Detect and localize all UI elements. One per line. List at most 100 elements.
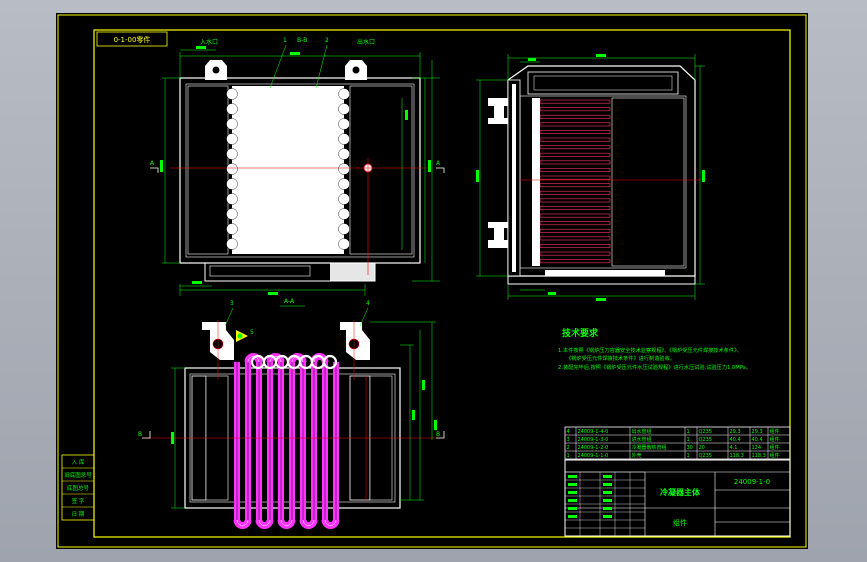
tube-end — [226, 223, 238, 235]
parts-list-cell: 118.3 — [730, 453, 744, 459]
side-view-fins — [532, 98, 611, 266]
side-view-dim-text — [476, 54, 705, 301]
technical-requirements: 技术要求 1.本件按照《锅炉压力容器安全技术监察规程》、《锅炉受压元件焊接技术条… — [558, 327, 751, 371]
signature-field — [568, 475, 577, 478]
fin-slot — [539, 236, 611, 241]
tube-end — [338, 133, 350, 145]
parts-list-cell: 24009-1-1-0 — [578, 453, 609, 459]
drawing-number: 24009-1-0 — [734, 478, 770, 486]
tube-end — [338, 178, 350, 190]
side-table-cell: 入 库 — [72, 458, 85, 466]
front-view: 入水口 出水口 1 B-B 2 A A — [150, 37, 445, 296]
signature-field — [568, 491, 577, 494]
tube-sheet — [532, 98, 540, 266]
inner-frame — [93, 29, 791, 538]
tube-end — [226, 193, 238, 205]
signature-field — [568, 515, 577, 518]
fin-slot — [539, 190, 611, 195]
title-block-frame — [564, 459, 791, 537]
parts-list-cell: 29.3 — [730, 429, 741, 435]
parts-list-cell: 124 — [752, 445, 762, 451]
signature-field — [568, 499, 577, 502]
section-mark-a-left: A — [150, 160, 155, 167]
parts-list-cell: 30 — [687, 445, 693, 451]
tube-end — [226, 178, 238, 190]
signature-field — [603, 515, 612, 518]
leader-1-label: 1 — [283, 37, 287, 44]
leader-3-label: 3 — [230, 300, 234, 307]
parts-list-cell: 1 — [687, 437, 690, 443]
tube-end — [338, 238, 350, 250]
title-box: 0-1-00零件 — [96, 31, 168, 47]
tube-end — [338, 118, 350, 130]
fin-slot — [539, 137, 611, 142]
parts-list-cell: 1 — [567, 453, 570, 459]
parts-list-cell: 40.4 — [730, 437, 741, 443]
section-bb-label: B-B — [297, 37, 307, 44]
tube-end — [338, 193, 350, 205]
parts-list-cell: Q235 — [699, 453, 712, 459]
fin-slot — [539, 107, 611, 112]
parts-list-cell: 2 — [567, 445, 570, 451]
section-view-dim-text — [171, 380, 437, 444]
outer-frame — [57, 14, 807, 548]
parts-list-cell: 24009-1-2-0 — [578, 445, 609, 451]
fin-slot — [539, 145, 611, 150]
side-view-nozzles — [488, 98, 508, 248]
parts-list-cell: 进水管组 — [632, 436, 652, 443]
tube-end — [338, 223, 350, 235]
parts-list-cell: 40.4 — [752, 437, 763, 443]
section-mark-b-left: B — [138, 431, 142, 438]
parts-list-cell: 118.3 — [752, 453, 766, 459]
section-mark-b-right: B — [436, 431, 440, 438]
parts-list-cell: 组件 — [770, 444, 780, 451]
tube-end — [226, 238, 238, 250]
fin-slot — [539, 259, 611, 264]
tube-loop — [322, 354, 338, 370]
front-view-inner-wall — [185, 83, 415, 258]
title-block-signature-grid — [565, 471, 645, 536]
parts-list-cell: 外壳 — [632, 452, 642, 459]
front-view-dimensions — [162, 49, 440, 296]
tube-end — [226, 163, 238, 175]
signature-field — [603, 475, 612, 478]
tech-req-line-3: 2.装配完毕后,按照《锅炉受压元件水压试验规程》进行水压试验,试验压力1.0MP… — [558, 363, 751, 371]
fin-slot — [539, 99, 611, 104]
side-view-dimensions — [476, 54, 705, 300]
side-table-cell: 底图总号 — [67, 484, 90, 492]
parts-list-cell: 1 — [687, 453, 690, 459]
drawing-name: 冷凝器主体 — [660, 487, 701, 497]
parts-list-cell: 24009-1-3-0 — [578, 437, 609, 443]
side-view — [476, 54, 705, 301]
tube-end — [226, 103, 238, 115]
tube-end — [226, 148, 238, 160]
front-view-tube-bundle — [232, 86, 344, 254]
tech-req-line-1: 1.本件按照《锅炉压力容器安全技术监察规程》、《锅炉受压元件焊接技术条件》、 — [558, 346, 742, 354]
section-view: A-A 3 4 5 B B — [138, 298, 445, 529]
signature-field — [603, 507, 612, 510]
parts-list-cell: 3 — [567, 437, 570, 443]
fin-slot — [539, 130, 611, 134]
tube-end — [338, 208, 350, 220]
signature-field — [568, 483, 577, 486]
front-view-dim-text — [160, 46, 431, 295]
signature-field — [603, 483, 612, 486]
fin-slot — [539, 251, 611, 256]
parts-list-cell: Q235 — [699, 437, 712, 443]
fin-slot — [539, 221, 611, 226]
front-view-tube-ends — [226, 88, 350, 250]
section-view-tubes — [233, 353, 340, 529]
parts-list-cell: 出水管组 — [632, 428, 652, 435]
leader-5-label: 5 — [250, 329, 254, 336]
tube-end — [226, 118, 238, 130]
tube-end — [226, 208, 238, 220]
parts-list-cell: 组件 — [770, 452, 780, 459]
leader-4-label: 4 — [366, 300, 370, 307]
fin-slot — [539, 168, 611, 172]
leader-2-label: 2 — [325, 37, 329, 44]
inlet-label: 入水口 — [200, 38, 218, 46]
